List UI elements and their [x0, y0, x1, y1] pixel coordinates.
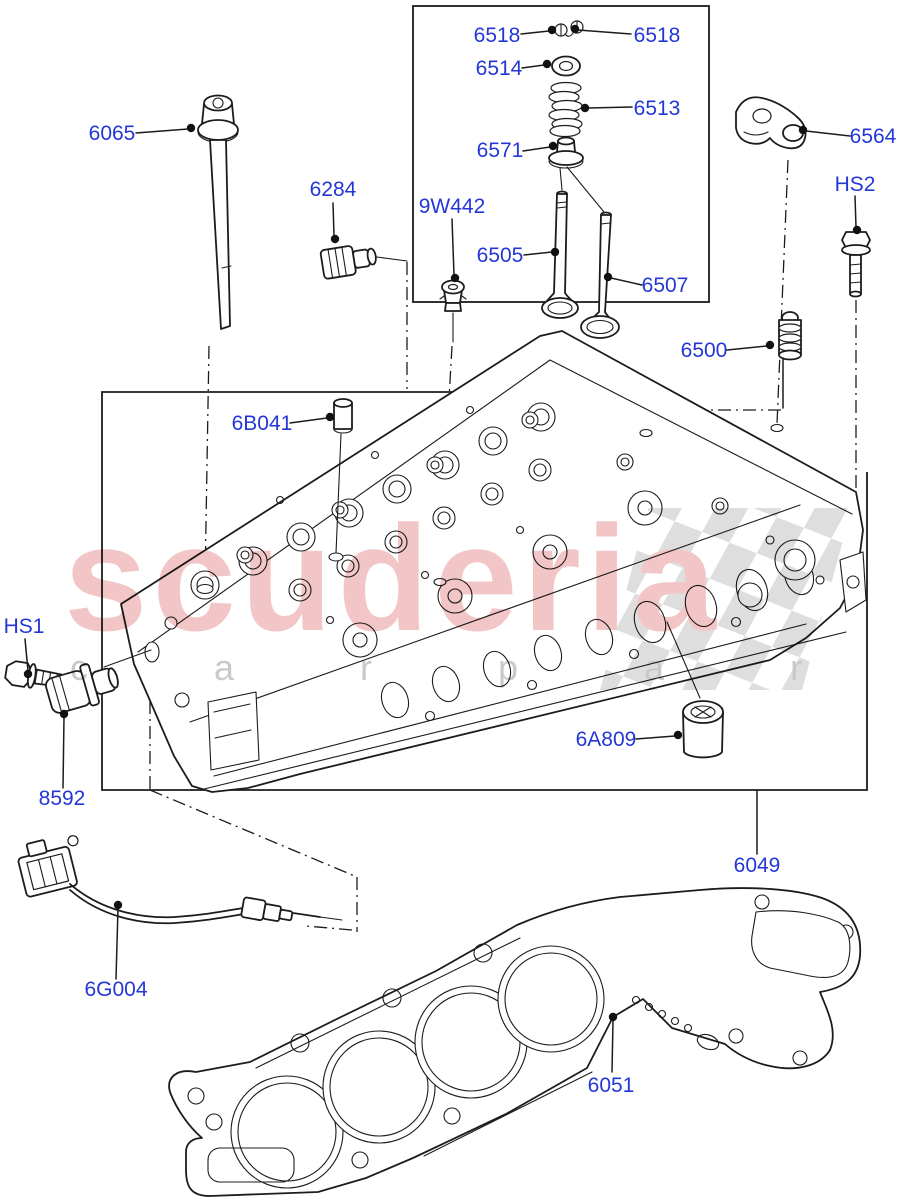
- part-label-HS1[interactable]: HS1: [4, 615, 45, 638]
- checkered-flag-motif: [600, 508, 852, 690]
- plug-6284: [319, 245, 377, 280]
- valve-stem-seal-6571: [548, 136, 605, 213]
- part-label-6518[interactable]: 6518: [474, 24, 521, 47]
- valve-spring-6513: [548, 81, 583, 138]
- watermark-subtext: c a r p a r t s: [70, 647, 903, 688]
- part-label-6065[interactable]: 6065: [89, 122, 136, 145]
- part-label-HS2[interactable]: HS2: [835, 173, 876, 196]
- leader-lines: [24, 29, 857, 1073]
- head-left-face: [144, 616, 260, 771]
- deck-target-holes: [196, 423, 784, 595]
- part-label-6051[interactable]: 6051: [588, 1074, 635, 1097]
- part-label-8592[interactable]: 8592: [39, 787, 86, 810]
- leader-dots: [23, 24, 862, 1022]
- intake-valve-6505: [541, 190, 579, 319]
- glow-plug-harness-6G004: [17, 835, 343, 925]
- part-label-6514[interactable]: 6514: [476, 57, 523, 80]
- part-label-6564[interactable]: 6564: [850, 125, 897, 148]
- head-bolt-6065: [197, 94, 239, 330]
- bolt-HS2: [841, 231, 871, 298]
- part-label-6518[interactable]: 6518: [634, 24, 681, 47]
- part-label-6507[interactable]: 6507: [642, 274, 689, 297]
- head-gasket-drawing: [168, 887, 862, 1197]
- watermark-brand-text: scuderia: [64, 494, 721, 662]
- part-label-6B041[interactable]: 6B041: [232, 412, 293, 435]
- part-label-6571[interactable]: 6571: [477, 139, 524, 162]
- part-label-6284[interactable]: 6284: [310, 178, 357, 201]
- part-label-9W442[interactable]: 9W442: [419, 195, 486, 218]
- part-label-6500[interactable]: 6500: [681, 339, 728, 362]
- watermark: scuderia c a r p a r t s: [64, 494, 903, 690]
- part-number-labels: 6518 6518 6514 6513 6571 9W442 6505 6507 6284 606…: [4, 24, 897, 1097]
- exhaust-valve-6507: [580, 211, 620, 339]
- part-label-6G004[interactable]: 6G004: [84, 978, 147, 1001]
- rocker-arm-6564: [735, 96, 807, 150]
- dowel-6B041: [333, 398, 353, 554]
- tappet-6500: [778, 311, 802, 409]
- spring-retainer-6514: [551, 55, 581, 77]
- part-label-6049[interactable]: 6049: [734, 854, 781, 877]
- part-label-6513[interactable]: 6513: [634, 97, 681, 120]
- cylinder-head-group-box: [101, 391, 868, 791]
- sensor-8592: [45, 649, 152, 714]
- part-label-6A809[interactable]: 6A809: [576, 728, 637, 751]
- seal-9W442: [439, 279, 467, 343]
- part-label-6505[interactable]: 6505: [477, 244, 524, 267]
